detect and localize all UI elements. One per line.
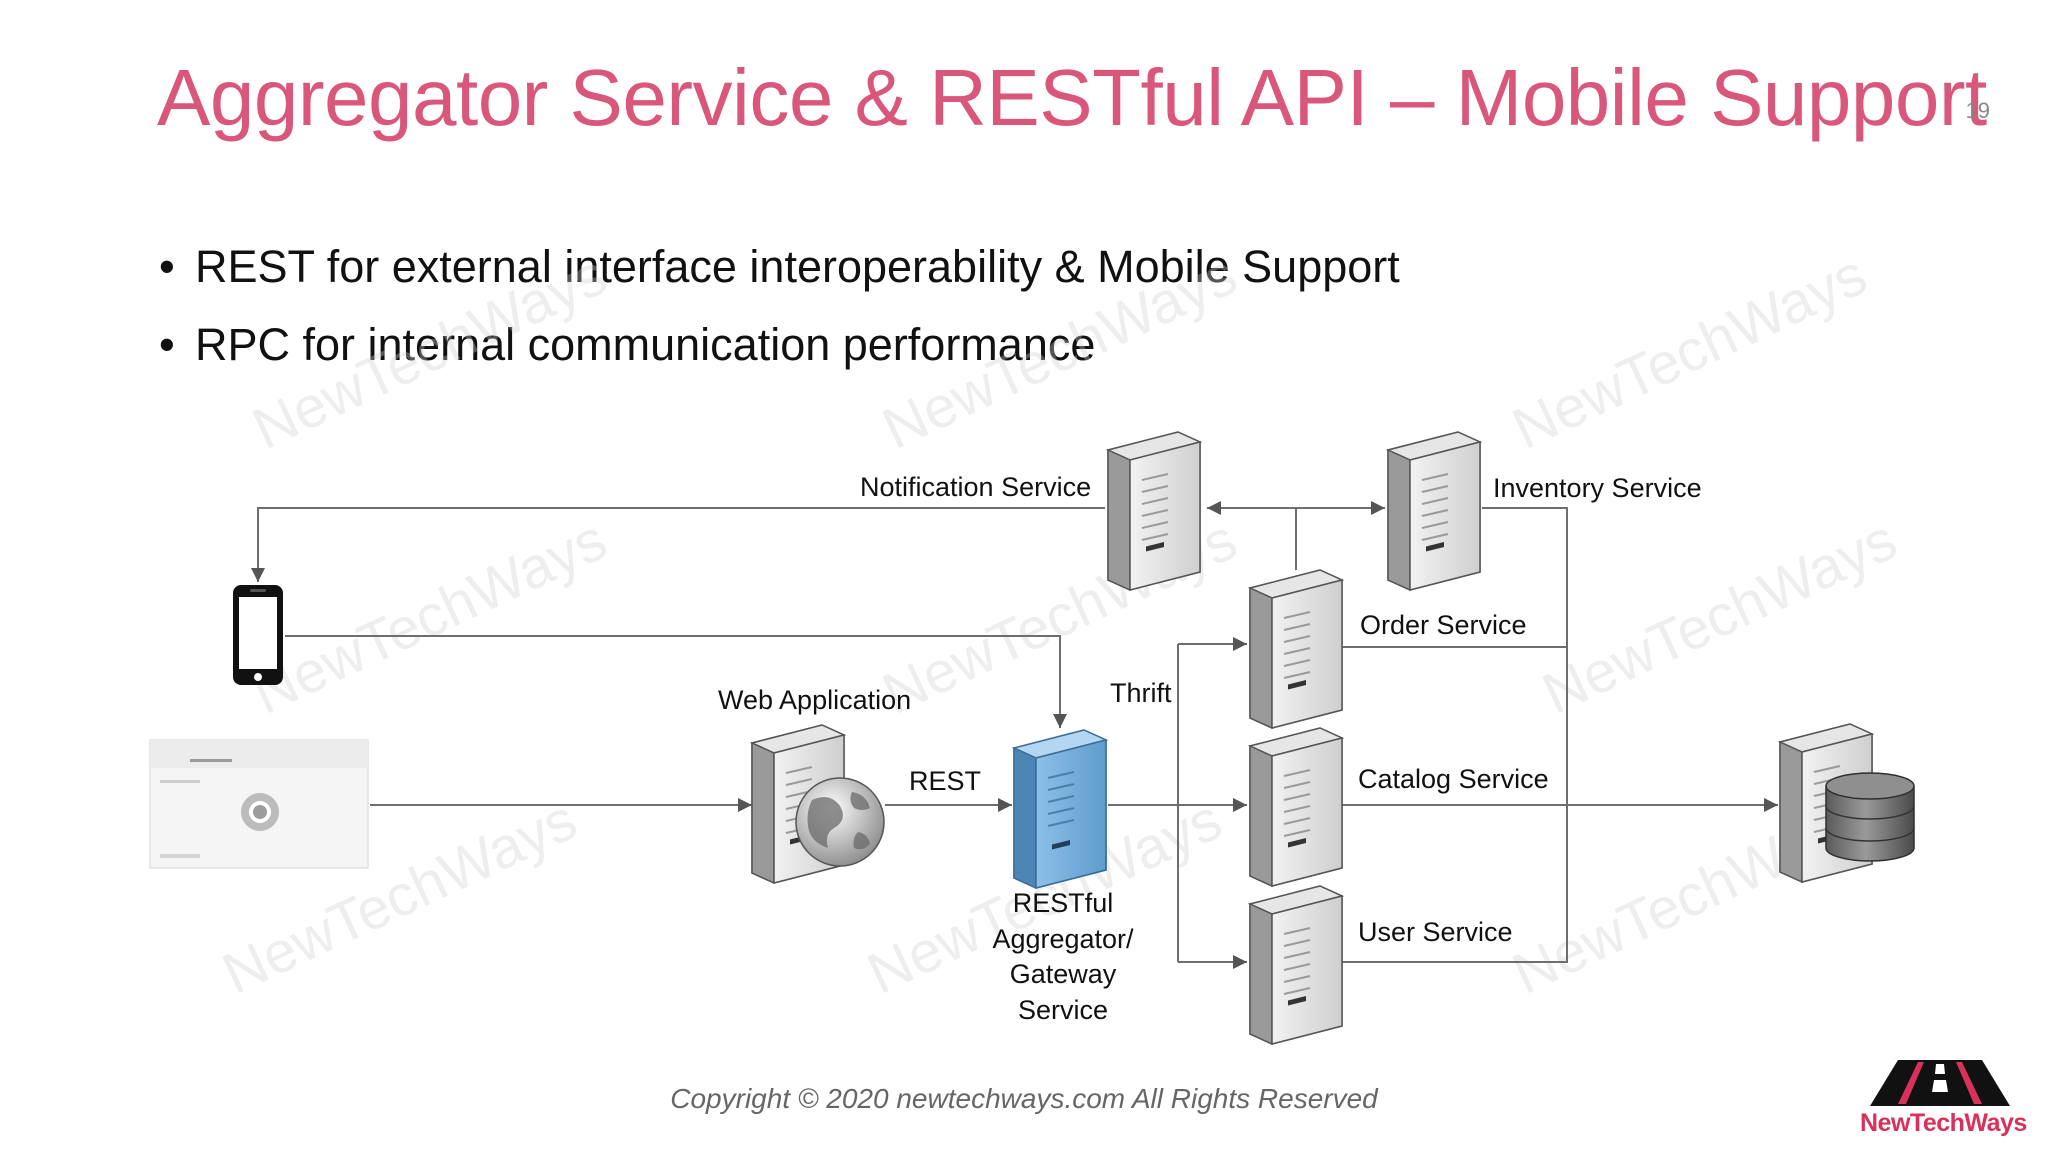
browser-window-icon bbox=[149, 739, 369, 869]
newtechways-logo: NewTechWays bbox=[1860, 1058, 2027, 1138]
web-application-server-icon bbox=[751, 724, 885, 884]
bullet-item: RPC for internal communication performan… bbox=[155, 306, 1400, 384]
watermark: NewTechWays bbox=[873, 242, 1246, 462]
slide-title: Aggregator Service & RESTful API – Mobil… bbox=[157, 53, 1987, 142]
user-bus-line bbox=[1342, 805, 1568, 963]
gateway-label-line: Gateway bbox=[1010, 959, 1117, 989]
rest-label: REST bbox=[909, 766, 981, 796]
connectors bbox=[251, 501, 1778, 969]
database-server-icon bbox=[1779, 723, 1915, 883]
inventory-service-label: Inventory Service bbox=[1493, 473, 1702, 503]
thrift-label: Thrift bbox=[1110, 678, 1172, 708]
catalog-server-icon bbox=[1249, 727, 1343, 887]
watermark: NewTechWays bbox=[1503, 242, 1876, 462]
notification-service-label: Notification Service bbox=[860, 472, 1091, 502]
user-service-label: User Service bbox=[1358, 917, 1513, 947]
bullet-item: REST for external interface interoperabi… bbox=[155, 228, 1400, 306]
catalog-service-label: Catalog Service bbox=[1358, 764, 1549, 794]
gateway-label-line: RESTful bbox=[1013, 888, 1114, 918]
web-application-label: Web Application bbox=[718, 685, 911, 715]
inventory-server-icon bbox=[1387, 431, 1481, 591]
mobile-phone-icon bbox=[233, 585, 283, 685]
watermark: NewTechWays bbox=[1533, 507, 1906, 727]
road-icon bbox=[1870, 1060, 2010, 1106]
order-server-icon bbox=[1249, 569, 1343, 729]
bullet-list: REST for external interface interoperabi… bbox=[155, 228, 1400, 384]
logo-text: NewTechWays bbox=[1860, 1109, 2027, 1137]
notification-server-icon bbox=[1107, 431, 1201, 591]
gateway-label-line: Aggregator/ bbox=[992, 924, 1134, 954]
mobile-to-gateway-arrow bbox=[285, 635, 1067, 728]
notification-to-mobile-arrow bbox=[251, 507, 1105, 582]
order-service-label: Order Service bbox=[1360, 610, 1527, 640]
user-server-icon bbox=[1249, 885, 1343, 1045]
watermark: NewTechWays bbox=[243, 242, 616, 462]
inventory-bus-line bbox=[1482, 507, 1568, 805]
gateway-server-icon bbox=[1013, 729, 1107, 889]
watermark: NewTechWays bbox=[243, 507, 616, 727]
gateway-label-line: Service bbox=[1018, 995, 1108, 1025]
slide-number: 19 bbox=[1965, 98, 1990, 123]
copyright-text: Copyright © 2020 newtechways.com All Rig… bbox=[670, 1083, 1378, 1114]
